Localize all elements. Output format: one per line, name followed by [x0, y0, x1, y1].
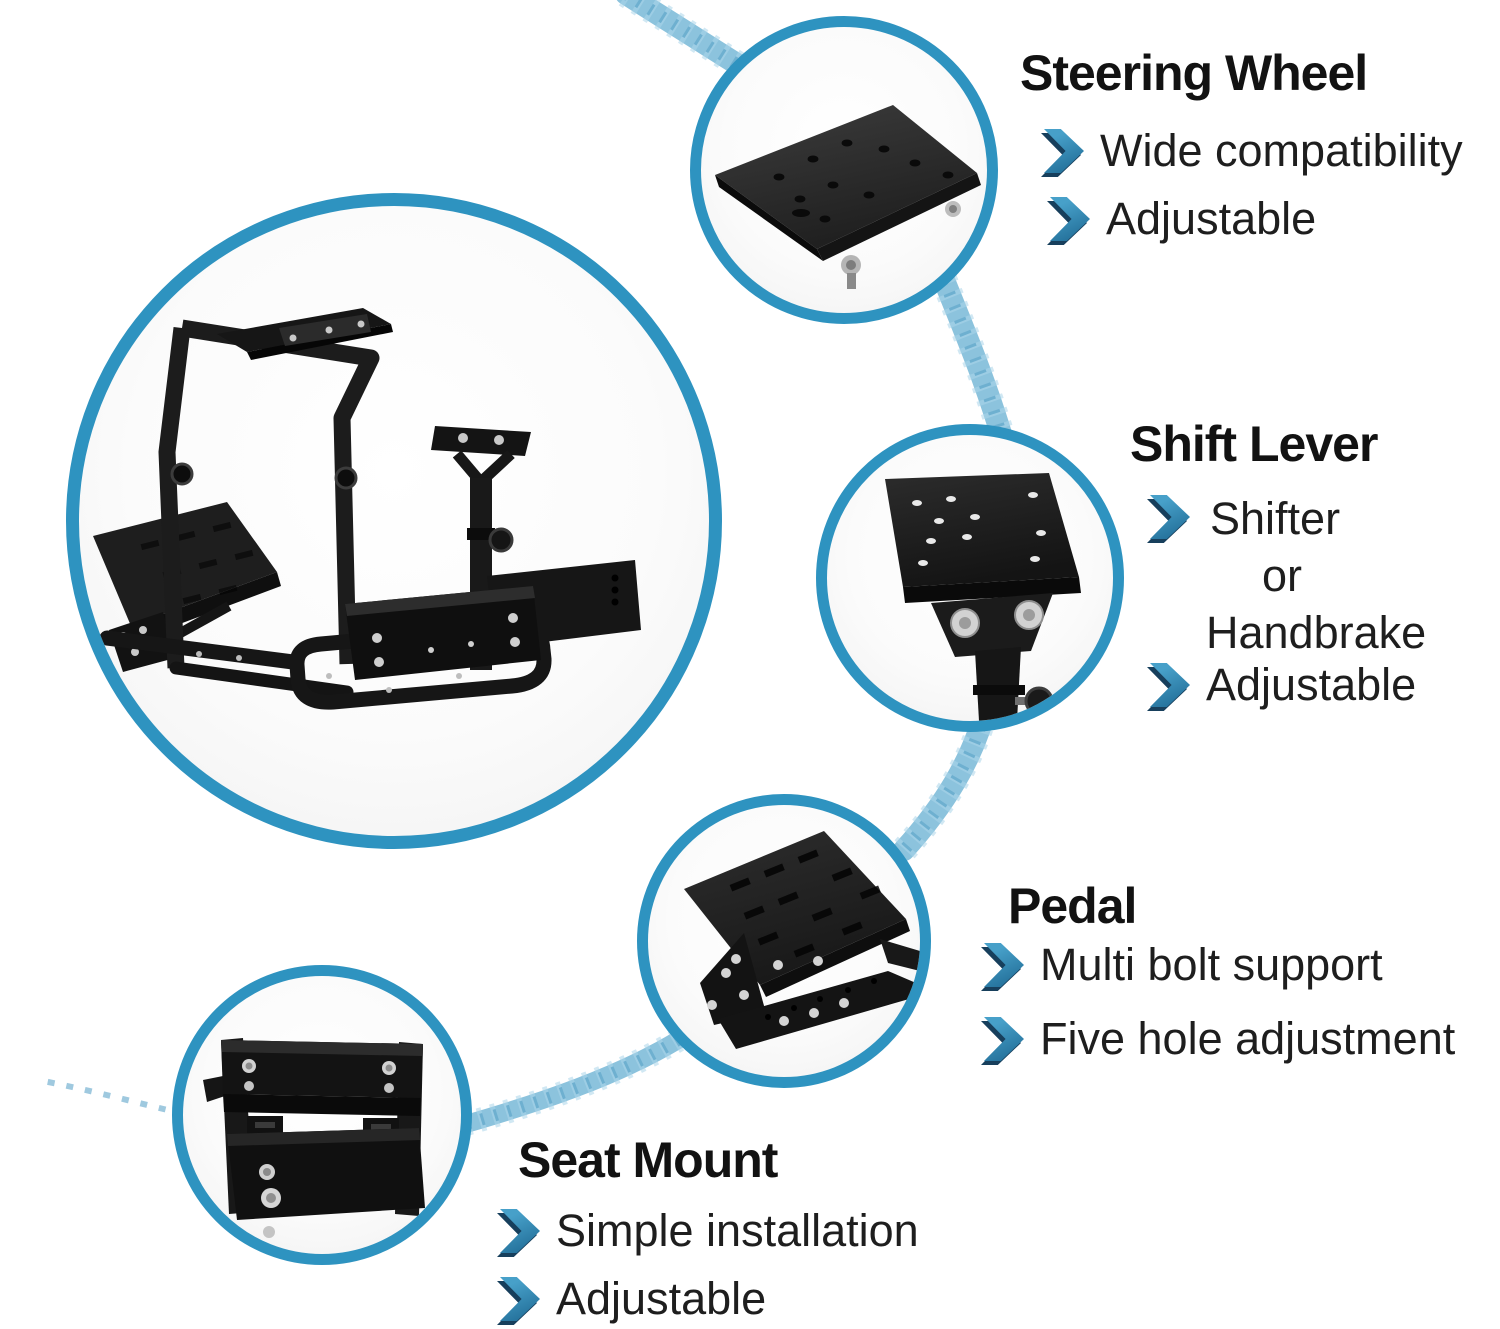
pedal-bullet-1: Multi bolt support — [984, 938, 1383, 993]
box-bolts — [259, 1164, 281, 1238]
chevron-right-icon — [1150, 663, 1190, 707]
bullet-label: or — [1262, 550, 1303, 601]
seat-mount-title: Seat Mount — [518, 1132, 778, 1188]
seat-bullet-1: Simple installation — [500, 1204, 919, 1259]
chevron-right-icon — [500, 1209, 540, 1253]
pedal-bullet-2: Five hole adjustment — [984, 1012, 1455, 1067]
brush-stroke-steering-to-shift — [931, 269, 1017, 455]
bracket-bolts — [950, 600, 1044, 638]
bullet-label: Adjustable — [1206, 659, 1417, 710]
chevron-right-icon — [1050, 197, 1090, 241]
bullet-label: Wide compatibility — [1100, 125, 1463, 176]
cockpit-frame-photo — [93, 308, 641, 710]
brush-stroke-pedal-to-seat — [457, 1029, 687, 1136]
seat-mount-photo — [203, 1038, 425, 1238]
steering-wheel-circle — [690, 16, 998, 324]
brush-stroke-top — [616, 0, 751, 78]
chevron-right-icon — [1150, 495, 1190, 539]
bullet-label: Simple installation — [556, 1205, 919, 1256]
pedal-circle — [637, 794, 931, 1088]
chevron-right-icon — [1044, 129, 1084, 173]
pedal-title: Pedal — [1008, 878, 1137, 934]
shift-bullet-1: Shifter or Handbrake — [1150, 490, 1426, 661]
bullet-label: Five hole adjustment — [1040, 1013, 1456, 1064]
chevron-right-icon — [984, 943, 1024, 987]
steering-bullet-1: Wide compatibility — [1044, 124, 1463, 179]
shift-bullet-2: Adjustable — [1150, 658, 1416, 713]
bullet-label: Adjustable — [556, 1273, 767, 1324]
plate-bolts — [841, 201, 961, 289]
bullet-label: Handbrake — [1206, 607, 1427, 658]
steering-plate-photo — [715, 105, 981, 289]
main-product-circle — [66, 193, 722, 849]
pedal-plate-photo — [684, 831, 920, 1049]
seat-bullet-2: Adjustable — [500, 1272, 766, 1327]
bullet-label: Multi bolt support — [1040, 939, 1383, 990]
shifter-mount-photo — [885, 473, 1081, 721]
brush-stroke-seat-to-edge — [37, 1077, 185, 1117]
steering-bullet-2: Adjustable — [1050, 192, 1316, 247]
chevron-right-icon — [984, 1017, 1024, 1061]
bullet-label: Shifter — [1210, 493, 1341, 544]
bullet-label: Adjustable — [1106, 193, 1317, 244]
shift-lever-circle — [816, 424, 1124, 732]
seat-mount-circle — [172, 965, 472, 1265]
chevron-right-icon — [500, 1277, 540, 1321]
steering-wheel-title: Steering Wheel — [1020, 45, 1368, 101]
shift-lever-title: Shift Lever — [1130, 416, 1378, 472]
